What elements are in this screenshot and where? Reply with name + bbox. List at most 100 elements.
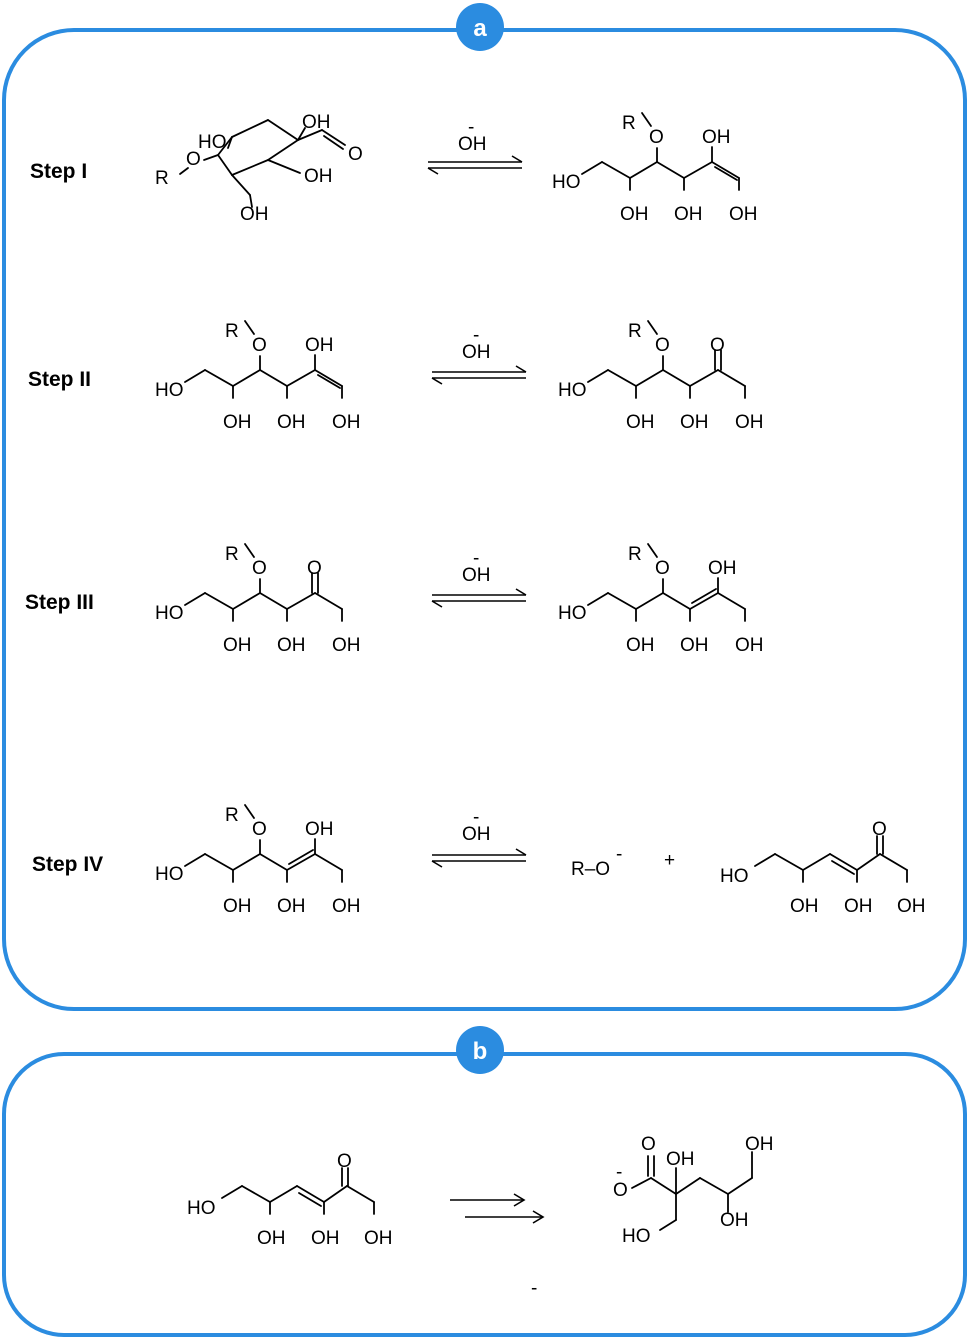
atom-oh: OH — [332, 412, 361, 433]
atom-r: R — [225, 805, 239, 826]
atom-oh: OH — [702, 127, 731, 148]
atom-oh: OH — [674, 204, 703, 225]
atom-r: R — [622, 113, 636, 134]
atom-oh: OH — [223, 896, 252, 917]
atom-oh: OH — [223, 635, 252, 656]
atom-oh: OH — [790, 896, 819, 917]
atom-ho: HO — [155, 603, 184, 624]
atom-ho: HO — [155, 380, 184, 401]
reagent-charge: - — [468, 117, 474, 138]
atom-oh: OH — [897, 896, 926, 917]
atom-oh: OH — [223, 412, 252, 433]
panel-a-frame — [2, 28, 967, 1011]
atom-oh: OH — [708, 558, 737, 579]
atom-ho: HO — [187, 1198, 216, 1219]
atom-oh: OH — [257, 1228, 286, 1249]
atom-o: O — [186, 149, 201, 170]
atom-ho: HO — [198, 132, 227, 153]
atom-oh: OH — [620, 204, 649, 225]
atom-oh: OH — [304, 166, 333, 187]
atom-r: R — [155, 168, 169, 189]
atom-oh: OH — [311, 1228, 340, 1249]
atom-o: O — [641, 1134, 656, 1155]
atom-oh: OH — [680, 635, 709, 656]
atom-oh: OH — [302, 112, 331, 133]
atom-ho: HO — [622, 1226, 651, 1247]
multistep-arrows — [450, 1193, 545, 1224]
panel-b-badge: b — [456, 1026, 504, 1074]
atom-o: O — [710, 335, 725, 356]
atom-r: R — [225, 544, 239, 565]
atom-oh: OH — [332, 896, 361, 917]
atom-oh: OH — [666, 1149, 695, 1170]
atom-oh: OH — [364, 1228, 393, 1249]
enediol-structure: HO OH OH OH O R OH — [155, 320, 361, 433]
panel-b-badge-text: b — [473, 1038, 488, 1065]
reagent-hydroxide: OH — [462, 342, 491, 363]
atom-oh: OH — [735, 635, 764, 656]
glucopyranoside-structure: OH HO O OH O R OH — [155, 112, 363, 225]
atom-oh: OH — [332, 635, 361, 656]
equilibrium-arrows: OH - — [431, 325, 527, 385]
atom-oh: OH — [745, 1134, 774, 1155]
step-label: Step II — [28, 368, 91, 391]
reagent-charge: - — [473, 807, 479, 828]
atom-ho: HO — [155, 864, 184, 885]
ketose-structure: HO OH OH OH O R O — [558, 320, 764, 433]
atom-oh: OH — [729, 204, 758, 225]
atom-oh: OH — [626, 412, 655, 433]
atom-o: O — [613, 1180, 628, 1201]
atom-oh: OH — [277, 896, 306, 917]
reagent-charge: - — [473, 548, 479, 569]
carboxylate-charge: - — [616, 1162, 622, 1183]
atom-oh: OH — [277, 635, 306, 656]
atom-r: R — [225, 321, 239, 342]
alkoxide-leaving-group: R–O — [571, 859, 610, 880]
equilibrium-arrows: OH - — [431, 548, 527, 608]
panel-b-footnote-mark: - — [531, 1278, 537, 1299]
atom-oh: OH — [844, 896, 873, 917]
equilibrium-arrows: OH - — [431, 807, 527, 868]
carboxylate-product-structure: O O - OH OH OH HO — [613, 1134, 774, 1247]
reagent-hydroxide: OH — [462, 565, 491, 586]
atom-oh: OH — [305, 335, 334, 356]
reagent-hydroxide: OH — [458, 134, 487, 155]
atom-o: O — [307, 558, 322, 579]
plus-sign: + — [664, 850, 675, 871]
reagent-hydroxide: OH — [462, 824, 491, 845]
dicarbonyl-product-structure: HO OH OH OH O — [720, 819, 926, 917]
atom-o: O — [872, 819, 887, 840]
atom-ho: HO — [552, 172, 581, 193]
atom-oh: OH — [305, 819, 334, 840]
atom-oh: OH — [735, 412, 764, 433]
atom-oh: OH — [277, 412, 306, 433]
alkoxide-charge: - — [616, 844, 622, 865]
enediol-structure: HO OH OH OH O R OH — [558, 543, 764, 656]
enediol-structure: HO OH OH OH O R OH — [155, 804, 361, 917]
atom-ho: HO — [558, 380, 587, 401]
atom-o: O — [348, 144, 363, 165]
atom-o: O — [337, 1151, 352, 1172]
equilibrium-arrows: OH - — [427, 117, 523, 175]
atom-r: R — [628, 321, 642, 342]
panel-a-badge-text: a — [473, 15, 487, 42]
step-label: Step IV — [32, 853, 103, 876]
enediol-structure: HO OH OH OH O R OH — [552, 112, 758, 225]
ketose-structure: HO OH OH OH O R O — [155, 543, 361, 656]
atom-oh: OH — [680, 412, 709, 433]
atom-o: O — [655, 335, 670, 356]
atom-oh: OH — [240, 204, 269, 225]
dicarbonyl-product-structure: HO OH OH OH O — [187, 1151, 393, 1249]
atom-o: O — [252, 819, 267, 840]
atom-o: O — [252, 558, 267, 579]
atom-oh: OH — [626, 635, 655, 656]
atom-ho: HO — [720, 866, 749, 887]
reagent-charge: - — [473, 325, 479, 346]
atom-o: O — [649, 127, 664, 148]
step-label: Step I — [30, 160, 87, 183]
atom-r: R — [628, 544, 642, 565]
panel-a-badge: a — [456, 3, 504, 51]
atom-o: O — [655, 558, 670, 579]
step-label: Step III — [25, 591, 94, 614]
